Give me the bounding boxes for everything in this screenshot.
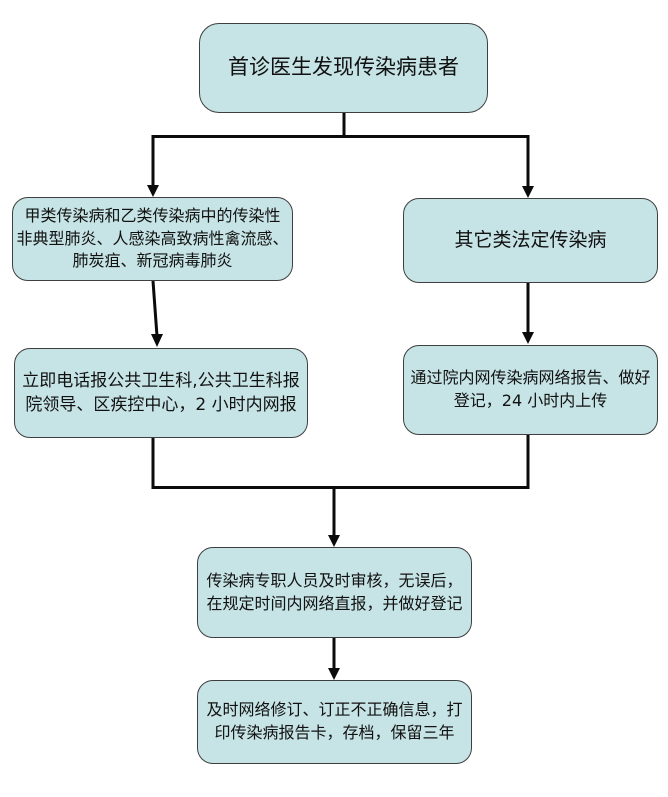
node-phone-report: 立即电话报公共卫生科,公共卫生科报 院领导、区疾控中心，2 小时内网报 xyxy=(14,348,308,438)
node-intranet-line-2: 登记，24 小时内上传 xyxy=(453,391,608,410)
arrow-to-other-icon xyxy=(522,186,534,198)
node-archive-line-1: 及时网络修订、订正不正确信息，打 xyxy=(206,700,463,720)
node-intranet-line-1: 通过院内网传染病网络报告、做好 xyxy=(410,368,651,388)
arrow-to-class-a-icon xyxy=(147,185,159,197)
arrow-to-phone-icon xyxy=(151,334,163,347)
node-review-line-1: 传染病专职人员及时审核，无误后， xyxy=(206,570,463,590)
node-class-a-line-1: 甲类传染病和乙类传染病中的传染性 xyxy=(24,205,281,225)
node-review-line-2: 在规定时间内网络直报，并做好登记 xyxy=(206,593,463,613)
connector-class-a-to-phone xyxy=(151,280,159,337)
node-review-direct-report: 传染病专职人员及时审核，无误后， 在规定时间内网络直报，并做好登记 xyxy=(197,547,472,638)
node-intranet-report: 通过院内网传染病网络报告、做好 登记，24 小时内上传 xyxy=(403,345,658,435)
node-class-a-diseases: 甲类传染病和乙类传染病中的传染性 非典型肺炎、人感染高致病性禽流感、 肺炭疽、新… xyxy=(12,197,293,281)
node-class-a-line-2: 非典型肺炎、人感染高致病性禽流感、 xyxy=(16,228,289,248)
node-archive-line-2: 印传染病报告卡，存档，保留三年 xyxy=(214,723,455,742)
node-first-visit-doctor: 首诊医生发现传染病患者 xyxy=(199,23,488,113)
connector-branch-split xyxy=(151,135,530,187)
node-revise-archive: 及时网络修订、订正不正确信息，打 印传染病报告卡，存档，保留三年 xyxy=(197,680,472,764)
node-phone-line-1: 立即电话报公共卫生科,公共卫生科报 xyxy=(22,370,300,391)
arrow-to-archive-icon xyxy=(328,668,340,680)
node-phone-line-2: 院领导、区疾控中心，2 小时内网报 xyxy=(25,395,297,415)
node-class-a-line-3: 肺炭疽、新冠病毒肺炎 xyxy=(72,251,233,271)
arrow-to-intranet-icon xyxy=(522,332,534,344)
node-other-label: 其它类法定传染病 xyxy=(454,229,607,252)
connector-merge-bar xyxy=(151,435,530,489)
arrow-to-review-icon xyxy=(328,535,340,547)
node-other-legal-diseases: 其它类法定传染病 xyxy=(403,198,658,283)
node-first-visit-doctor-label: 首诊医生发现传染病患者 xyxy=(228,55,459,80)
